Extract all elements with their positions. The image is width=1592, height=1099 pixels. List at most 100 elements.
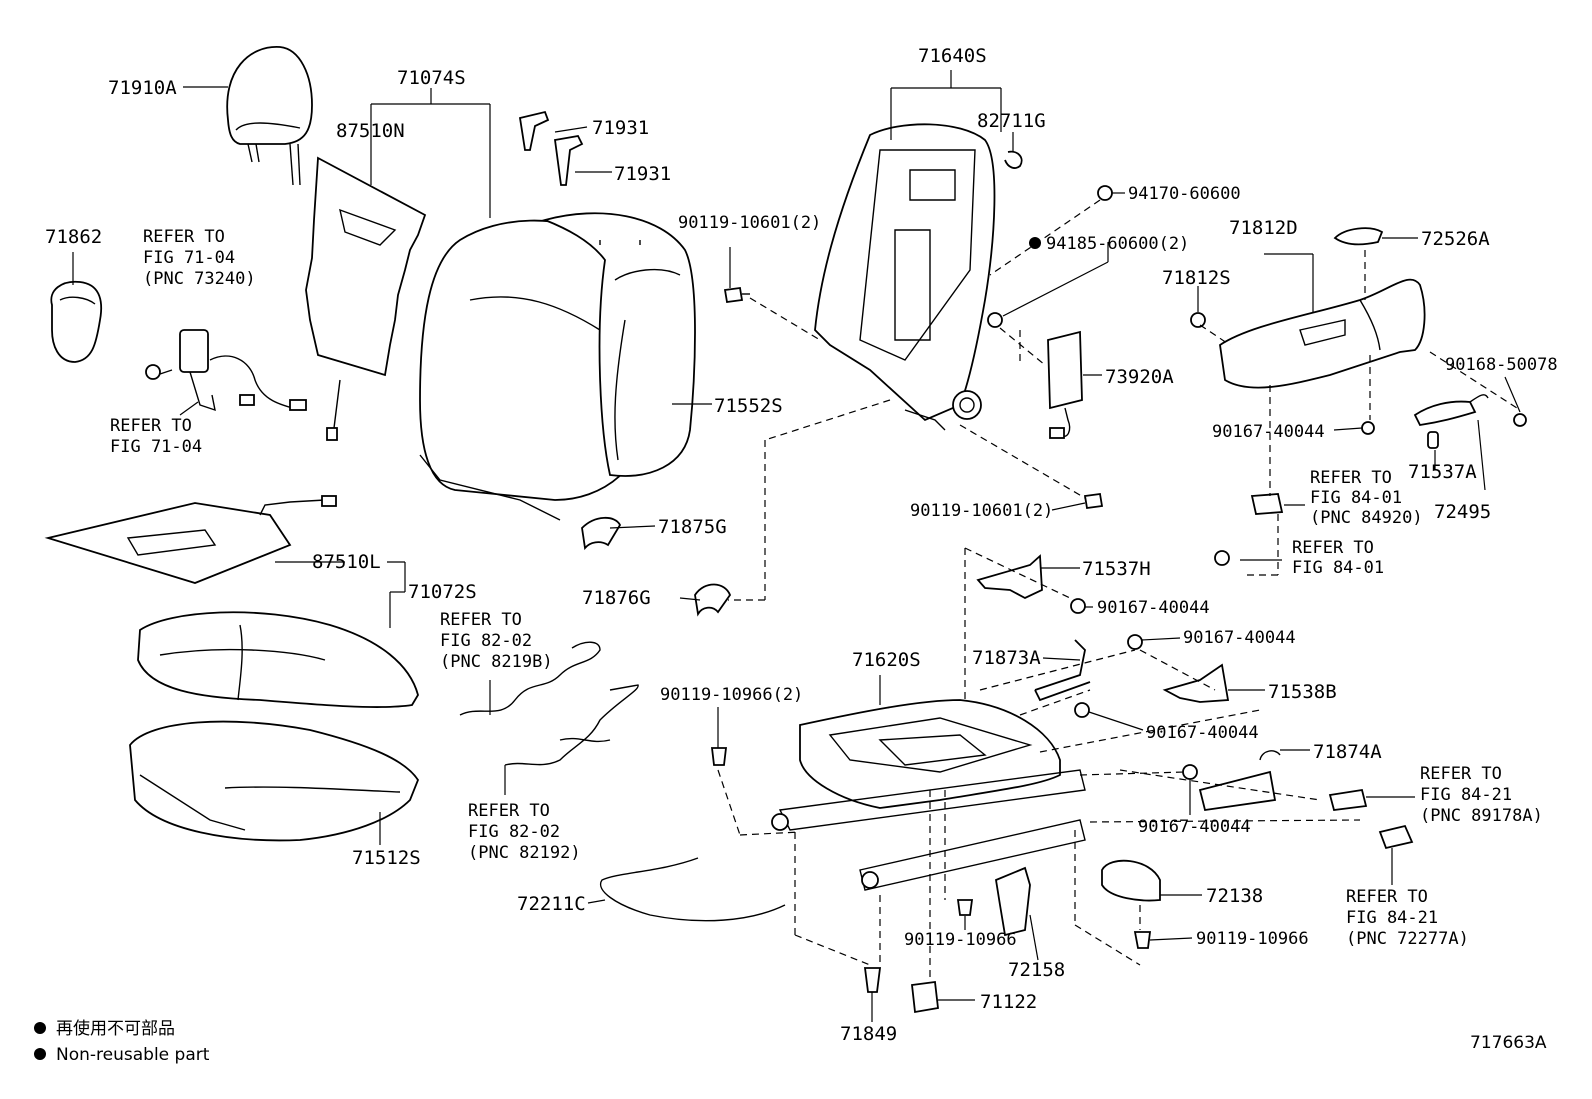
label-71552s: 71552S [714,395,783,417]
svg-text:FIG 82-02: FIG 82-02 [440,631,532,651]
label-73920a: 73920A [1105,366,1174,388]
clip-71931-drawing [518,110,584,186]
seatback-frame-drawing [814,123,996,431]
svg-text:REFER TO: REFER TO [1292,538,1374,558]
label-90119-10966-b: 90119-10966 [1196,929,1309,949]
seat-frame-drawing [771,699,1086,891]
legend-dot-en [34,1048,46,1060]
figure-id: 717663A [1470,1033,1547,1053]
screw-90167-b-drawing [1070,598,1086,614]
refer-fig-71-04-pnc-73240: REFER TO FIG 71-04 (PNC 73240) [143,227,256,289]
svg-text:FIG 71-04: FIG 71-04 [110,437,202,457]
label-94170-60600: 94170-60600 [1128,184,1241,204]
label-72211c: 72211C [517,893,586,915]
bracket-71873a-drawing [1034,639,1091,702]
bracket-71122-drawing [911,980,939,1014]
bolt-90119-10966-b-drawing [1133,931,1152,949]
cover-71862-drawing [50,280,102,363]
refer-notes: REFER TO FIG 71-04 (PNC 73240) REFER TO … [110,227,1543,949]
legend-text-en: Non-reusable part [56,1045,210,1065]
svg-text:REFER TO: REFER TO [1346,887,1428,907]
label-71812d: 71812D [1229,217,1298,239]
bolt-90119-10601-top-drawing [723,286,750,304]
svg-text:REFER TO: REFER TO [110,416,192,436]
back-heater-drawing [305,156,427,441]
label-87510n: 87510N [336,120,405,142]
svg-text:REFER TO: REFER TO [468,801,550,821]
svg-text:REFER TO: REFER TO [440,610,522,630]
connector-72277a-drawing [1378,824,1414,850]
svg-text:FIG 71-04: FIG 71-04 [143,248,235,268]
cushion-heater-drawing [44,495,337,584]
label-71931-a: 71931 [592,117,649,139]
label-71072s: 71072S [408,581,477,603]
part-labels: 71910A 71074S 87510N 71931 71931 71640S … [45,45,1558,1045]
side-airbag-drawing [1047,330,1083,439]
bolt-90119-10966-a-drawing [956,899,974,916]
svg-text:(PNC 82192): (PNC 82192) [468,843,581,863]
label-71849: 71849 [840,1023,897,1045]
legend: 再使用不可部品 Non-reusable part [34,1018,210,1065]
pin-71849-drawing [863,967,882,993]
label-71122: 71122 [980,991,1037,1013]
svg-text:FIG 82-02: FIG 82-02 [468,822,560,842]
label-71538b: 71538B [1268,681,1337,703]
nut-94185-drawing [987,312,1003,328]
svg-text:(PNC 84920): (PNC 84920) [1310,508,1423,528]
cushion-pad-drawing [129,720,420,842]
label-94185-60600: 94185-60600(2) [1046,234,1189,254]
legend-text-jp: 再使用不可部品 [56,1018,175,1039]
buckle-drawing [145,329,307,412]
label-71074s: 71074S [397,67,466,89]
screw-90167-c-drawing [1127,634,1143,650]
refer-fig-84-01: REFER TO FIG 84-01 [1292,538,1384,578]
label-82711g: 82711G [977,110,1046,132]
label-72495: 72495 [1434,501,1491,523]
headrest-drawing [226,46,313,186]
cushion-cover-drawing [137,611,419,708]
label-71874a: 71874A [1313,741,1382,763]
cover-72138-drawing [1101,859,1161,902]
knob-72526a-drawing [1333,227,1384,246]
label-72526a: 72526A [1421,228,1490,250]
label-72158: 72158 [1008,959,1065,981]
label-71812s: 71812S [1162,267,1231,289]
non-reusable-dot-94185 [1029,237,1041,249]
label-71512s: 71512S [352,847,421,869]
svg-text:(PNC 89178A): (PNC 89178A) [1420,806,1543,826]
svg-text:FIG 84-21: FIG 84-21 [1420,785,1512,805]
bracket-71874a-drawing [1198,770,1277,812]
label-90167-40044-d: 90167-40044 [1146,723,1259,743]
label-90167-40044-b: 90167-40044 [1097,598,1210,618]
legend-dot-jp [34,1022,46,1034]
label-71537a: 71537A [1408,461,1477,483]
refer-fig-82-02-pnc-82192: REFER TO FIG 82-02 (PNC 82192) [468,801,581,863]
label-71931-b: 71931 [614,163,671,185]
side-shield-drawing [1219,278,1426,389]
screw-90168-drawing [1513,413,1527,427]
bracket-71874a-hook [1259,750,1281,761]
pad-71875g-drawing [581,516,622,551]
lever-72495-drawing [1413,394,1489,449]
screw-84-01-drawing [1214,550,1230,566]
label-90168-50078: 90168-50078 [1445,355,1558,375]
label-71910a: 71910A [108,77,177,99]
screw-90167-d-drawing [1074,702,1090,718]
clip-82711g-drawing [1004,150,1023,169]
label-90119-10601-mid: 90119-10601(2) [910,501,1053,521]
label-71875g: 71875G [658,516,727,538]
label-71873a: 71873A [972,647,1041,669]
dashed-assembly-lines [717,199,1521,980]
leader-lines [72,70,1521,1022]
pad-71876g-drawing [694,583,732,617]
svg-text:REFER TO: REFER TO [143,227,225,247]
refer-fig-84-01-pnc-84920: REFER TO FIG 84-01 (PNC 84920) [1310,468,1423,528]
screw-71812s-drawing [1190,312,1206,328]
bracket-71538b-drawing [1162,663,1230,703]
label-90119-10966-a: 90119-10966 [904,930,1017,950]
label-72138: 72138 [1206,885,1263,907]
bracket-71537h-drawing [976,554,1043,600]
bolt-90119-10966-2-drawing [710,747,728,766]
svg-text:(PNC 72277A): (PNC 72277A) [1346,929,1469,949]
